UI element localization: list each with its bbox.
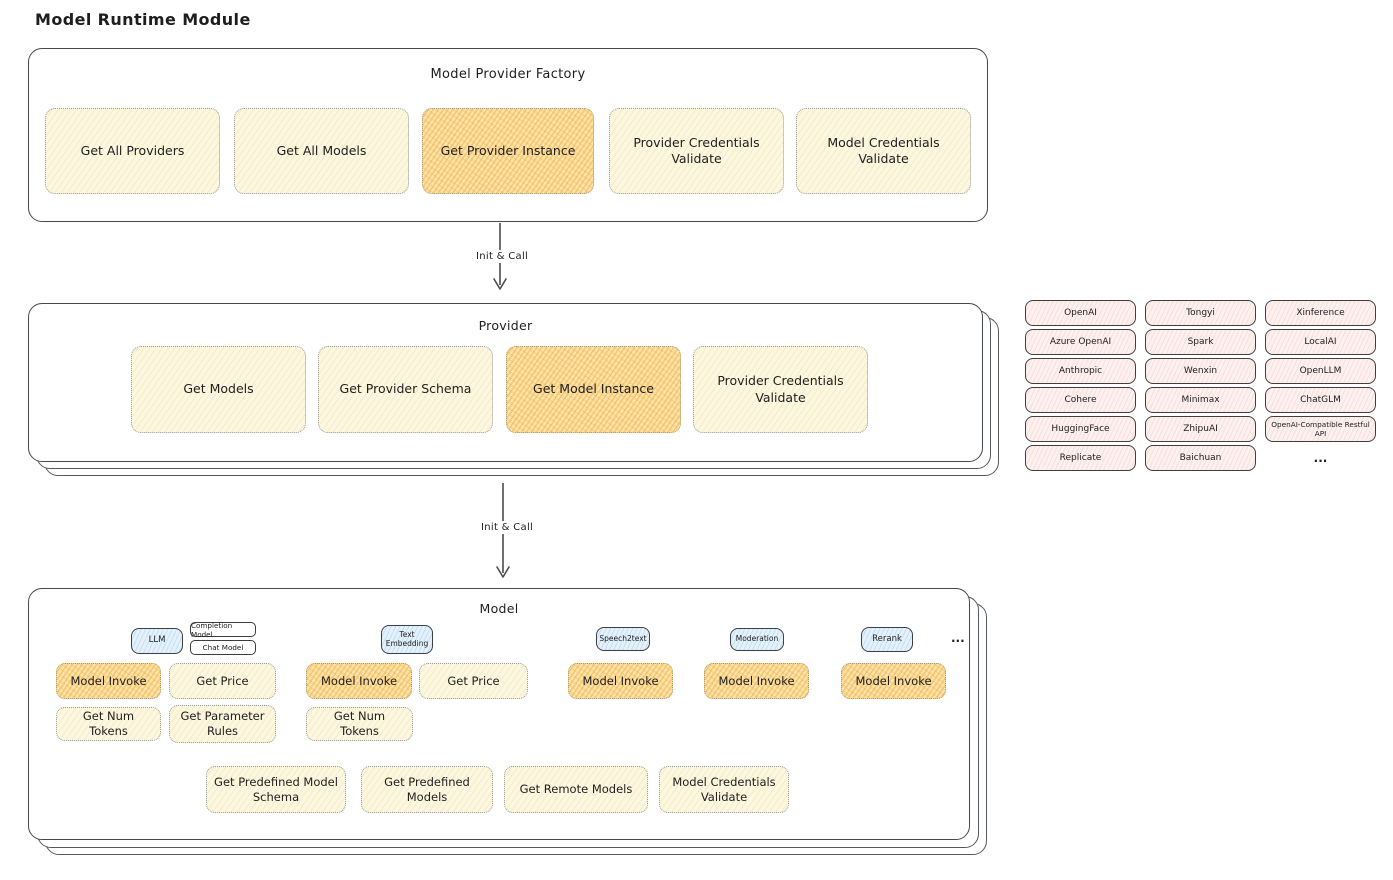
model-type-chip-chat-model: Chat Model bbox=[190, 640, 256, 655]
get-provider-schema-button: Get Provider Schema bbox=[318, 346, 493, 433]
model-type-chip-text-embedding: Text Embedding bbox=[381, 625, 433, 654]
provider-chip: HuggingFace bbox=[1025, 416, 1136, 442]
provider-list-more: ... bbox=[1313, 451, 1328, 465]
model-provider-factory-box: Model Provider Factory Get All Providers… bbox=[28, 48, 988, 222]
get-remote-models-button: Get Remote Models bbox=[504, 766, 648, 813]
provider-chip: LocalAI bbox=[1265, 329, 1376, 355]
factory-title: Model Provider Factory bbox=[430, 67, 586, 82]
provider-credentials-validate-button-2: Provider Credentials Validate bbox=[693, 346, 868, 433]
model-title: Model bbox=[479, 601, 519, 616]
model-type-chip-llm: LLM bbox=[131, 628, 183, 654]
llm-get-price-button: Get Price bbox=[169, 663, 276, 699]
get-provider-instance-button: Get Provider Instance bbox=[422, 108, 594, 194]
provider-chip: Xinference bbox=[1265, 300, 1376, 326]
provider-chip: Minimax bbox=[1145, 387, 1256, 413]
speech2text-model-invoke-button: Model Invoke bbox=[568, 663, 673, 699]
model-type-chip-speech2text: Speech2text bbox=[596, 627, 650, 651]
embedding-get-num-tokens-button: Get Num Tokens bbox=[306, 707, 413, 741]
model-type-chip-rerank: Rerank bbox=[861, 627, 913, 652]
get-model-instance-button: Get Model Instance bbox=[506, 346, 681, 433]
provider-chip: OpenLLM bbox=[1265, 358, 1376, 384]
model-type-chip-completion-model: Completion Model bbox=[190, 621, 256, 639]
embedding-model-invoke-button: Model Invoke bbox=[306, 663, 412, 699]
model-type-more: ... bbox=[951, 631, 965, 645]
get-all-models-button: Get All Models bbox=[234, 108, 409, 194]
provider-chip: Wenxin bbox=[1145, 358, 1256, 384]
provider-chip: Replicate bbox=[1025, 445, 1136, 471]
model-type-chip-moderation: Moderation bbox=[730, 628, 784, 651]
moderation-model-invoke-button: Model Invoke bbox=[704, 663, 809, 699]
page-title: Model Runtime Module bbox=[35, 10, 251, 29]
provider-chip: OpenAI-Compatible Restful API bbox=[1265, 416, 1376, 442]
get-models-button: Get Models bbox=[131, 346, 306, 433]
init-call-label-2: Init & Call bbox=[476, 521, 539, 534]
model-credentials-validate-button-3: Model Credentials Validate bbox=[659, 766, 789, 813]
provider-credentials-validate-button: Provider Credentials Validate bbox=[609, 108, 784, 194]
llm-get-num-tokens-button: Get Num Tokens bbox=[56, 707, 161, 741]
provider-chip: OpenAI bbox=[1025, 300, 1136, 326]
provider-box: Provider Get Models Get Provider Schema … bbox=[28, 303, 983, 462]
llm-get-parameter-rules-button: Get Parameter Rules bbox=[169, 705, 276, 743]
get-all-providers-button: Get All Providers bbox=[45, 108, 220, 194]
provider-title: Provider bbox=[478, 318, 533, 333]
provider-chip: Tongyi bbox=[1145, 300, 1256, 326]
provider-chip: ChatGLM bbox=[1265, 387, 1376, 413]
provider-chip: Baichuan bbox=[1145, 445, 1256, 471]
init-call-label-1: Init & Call bbox=[471, 250, 534, 263]
get-predefined-model-schema-button: Get Predefined Model Schema bbox=[206, 766, 346, 813]
provider-list: OpenAI Azure OpenAI Anthropic Cohere Hug… bbox=[1025, 300, 1376, 471]
provider-chip: Azure OpenAI bbox=[1025, 329, 1136, 355]
model-credentials-validate-button: Model Credentials Validate bbox=[796, 108, 971, 194]
get-predefined-models-button: Get Predefined Models bbox=[361, 766, 493, 813]
provider-chip: ZhipuAI bbox=[1145, 416, 1256, 442]
provider-chip: Cohere bbox=[1025, 387, 1136, 413]
embedding-get-price-button: Get Price bbox=[419, 663, 528, 699]
llm-model-invoke-button: Model Invoke bbox=[56, 663, 161, 699]
model-box: Model LLM Completion Model Chat Model Te… bbox=[28, 588, 970, 840]
provider-chip: Anthropic bbox=[1025, 358, 1136, 384]
provider-chip: Spark bbox=[1145, 329, 1256, 355]
rerank-model-invoke-button: Model Invoke bbox=[841, 663, 946, 699]
